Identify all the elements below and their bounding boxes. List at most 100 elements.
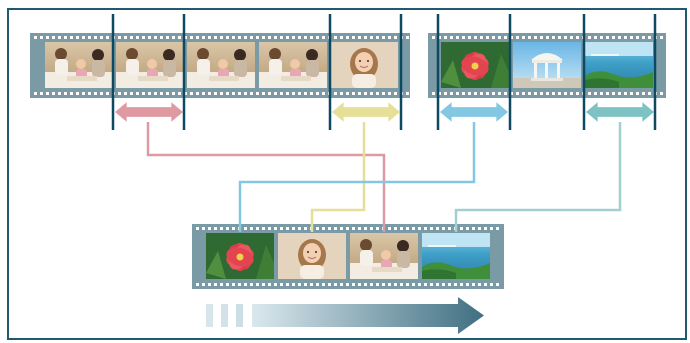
sprocket-hole bbox=[196, 283, 199, 286]
sprocket-hole bbox=[106, 36, 109, 39]
sprocket-hole bbox=[540, 92, 543, 95]
sprocket-hole bbox=[474, 92, 477, 95]
sprocket-hole bbox=[472, 283, 475, 286]
sprocket-hole bbox=[496, 227, 499, 230]
sprocket-hole bbox=[214, 92, 217, 95]
sprocket-hole bbox=[304, 92, 307, 95]
sprocket-hole bbox=[564, 36, 567, 39]
sprocket-hole bbox=[394, 283, 397, 286]
sprocket-hole bbox=[594, 92, 597, 95]
sprocket-hole bbox=[160, 36, 163, 39]
sprocket-hole bbox=[484, 283, 487, 286]
photo-thumbnail bbox=[45, 42, 113, 88]
sprocket-hole bbox=[136, 36, 139, 39]
sprocket-hole bbox=[522, 92, 525, 95]
sprocket-hole bbox=[208, 36, 211, 39]
sprocket-hole bbox=[196, 227, 199, 230]
sprocket-hole bbox=[178, 36, 181, 39]
sprocket-hole bbox=[492, 36, 495, 39]
sprocket-hole bbox=[490, 227, 493, 230]
sprocket-hole bbox=[232, 92, 235, 95]
sprocket-hole bbox=[148, 36, 151, 39]
sprocket-hole bbox=[516, 92, 519, 95]
sprocket-hole bbox=[552, 36, 555, 39]
sprocket-hole bbox=[328, 227, 331, 230]
connector-pink bbox=[146, 122, 386, 232]
sprocket-hole bbox=[250, 227, 253, 230]
sprocket-hole bbox=[462, 36, 465, 39]
sprocket-hole bbox=[40, 36, 43, 39]
film-strip-bottom bbox=[192, 224, 504, 289]
sprocket-hole bbox=[304, 36, 307, 39]
sprocket-hole bbox=[250, 92, 253, 95]
sprocket-hole bbox=[456, 36, 459, 39]
sprocket-hole bbox=[256, 283, 259, 286]
sprocket-hole bbox=[486, 92, 489, 95]
sprocket-hole bbox=[322, 92, 325, 95]
sprocket-hole bbox=[618, 92, 621, 95]
sprocket-hole bbox=[636, 92, 639, 95]
sprocket-hole bbox=[588, 92, 591, 95]
sprocket-hole bbox=[322, 36, 325, 39]
sprocket-hole bbox=[430, 283, 433, 286]
sprocket-hole bbox=[436, 283, 439, 286]
sprocket-hole bbox=[166, 36, 169, 39]
sprocket-hole bbox=[660, 36, 663, 39]
sprocket-hole bbox=[226, 92, 229, 95]
sprocket-hole bbox=[64, 36, 67, 39]
sprocket-hole bbox=[232, 227, 235, 230]
sprocket-hole bbox=[244, 36, 247, 39]
sprocket-hole bbox=[388, 92, 391, 95]
sprocket-hole bbox=[334, 92, 337, 95]
sprocket-hole bbox=[286, 36, 289, 39]
sprocket-hole bbox=[202, 36, 205, 39]
sprocket-hole bbox=[202, 227, 205, 230]
sprocket-hole bbox=[94, 92, 97, 95]
sprocket-hole bbox=[558, 36, 561, 39]
sprocket-hole bbox=[478, 283, 481, 286]
sprocket-hole bbox=[364, 283, 367, 286]
photo-thumbnail bbox=[116, 42, 184, 88]
sprocket-hole bbox=[232, 36, 235, 39]
photo-thumbnail bbox=[513, 42, 581, 88]
sprocket-hole bbox=[298, 36, 301, 39]
sprocket-hole bbox=[208, 283, 211, 286]
sprocket-hole bbox=[196, 36, 199, 39]
sprocket-hole bbox=[510, 92, 513, 95]
photo-thumbnail bbox=[187, 42, 255, 88]
sprocket-hole bbox=[430, 227, 433, 230]
sprocket-hole bbox=[636, 36, 639, 39]
sprocket-hole bbox=[358, 36, 361, 39]
sprocket-hole bbox=[510, 36, 513, 39]
sprocket-hole bbox=[394, 36, 397, 39]
sprocket-hole bbox=[52, 92, 55, 95]
sprocket-hole bbox=[406, 36, 409, 39]
sprocket-hole bbox=[412, 227, 415, 230]
sprocket-hole bbox=[588, 36, 591, 39]
sprocket-hole bbox=[540, 36, 543, 39]
sprocket-hole bbox=[250, 36, 253, 39]
photo-thumbnail bbox=[422, 233, 490, 279]
sprocket-hole bbox=[196, 92, 199, 95]
sprocket-hole bbox=[154, 36, 157, 39]
sprocket-hole bbox=[406, 92, 409, 95]
sprocket-hole bbox=[534, 36, 537, 39]
sprocket-hole bbox=[262, 227, 265, 230]
sprocket-hole bbox=[648, 92, 651, 95]
photo-thumbnail bbox=[259, 42, 327, 88]
sprocket-hole bbox=[46, 92, 49, 95]
sprocket-hole bbox=[184, 92, 187, 95]
sprocket-hole bbox=[148, 92, 151, 95]
sprocket-hole bbox=[516, 36, 519, 39]
sprocket-hole bbox=[124, 36, 127, 39]
sprocket-hole bbox=[202, 92, 205, 95]
sprocket-hole bbox=[346, 283, 349, 286]
sprocket-hole bbox=[370, 227, 373, 230]
sprocket-hole bbox=[238, 92, 241, 95]
sprocket-hole bbox=[82, 92, 85, 95]
sprocket-hole bbox=[382, 36, 385, 39]
sprocket-hole bbox=[226, 36, 229, 39]
sprocket-hole bbox=[256, 36, 259, 39]
sprocket-hole bbox=[606, 36, 609, 39]
sprocket-hole bbox=[504, 36, 507, 39]
